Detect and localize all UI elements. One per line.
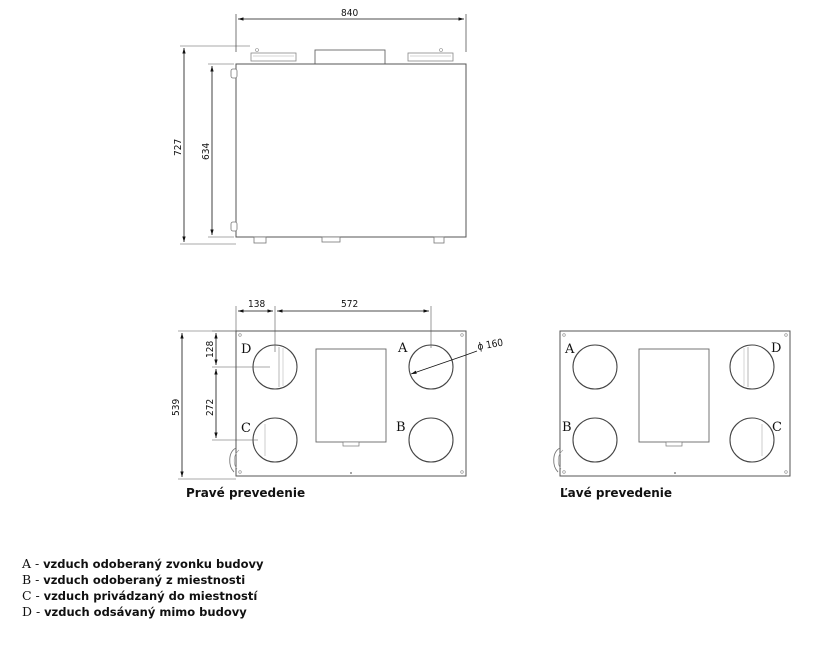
dim-572: 572	[341, 299, 358, 310]
legend-item-a: A - vzduch odoberaný zvonku budovy	[22, 556, 264, 572]
dim-539: 539	[171, 399, 182, 416]
port-label-left-a: A	[564, 342, 575, 357]
port-circle-left-bottom-left	[572, 417, 618, 463]
port-circle-bottom-left	[252, 417, 298, 463]
diameter-leader	[410, 354, 467, 375]
legend-key: B -	[22, 572, 40, 587]
legend-text: vzduch odsávaný mimo budovy	[44, 605, 247, 619]
port-circle-left-bottom-right	[729, 417, 775, 463]
top-view: 840 727 634	[173, 8, 467, 245]
legend-item-b: B - vzduch odoberaný z miestnosti	[22, 572, 264, 588]
legend-item-d: D - vzduch odsávaný mimo budovy	[22, 604, 264, 620]
legend-key: A -	[22, 556, 40, 571]
right-version-view: D A C B 138 572 128 272 539 ϕ 160 Pravé …	[171, 299, 504, 500]
legend-item-c: C - vzduch privádzaný do miestností	[22, 588, 264, 604]
legend-text: vzduch odoberaný zvonku budovy	[43, 557, 264, 571]
legend-key: D -	[22, 604, 41, 619]
legend: A - vzduch odoberaný zvonku budovy B - v…	[22, 556, 264, 620]
dim-634: 634	[201, 143, 212, 160]
port-circle-left-top-left	[572, 344, 618, 390]
dim-138: 138	[248, 299, 265, 310]
legend-key: C -	[22, 588, 40, 603]
diameter-160: ϕ 160	[477, 338, 505, 353]
legend-text: vzduch odoberaný z miestnosti	[43, 573, 246, 587]
caption-right-version: Pravé prevedenie	[186, 486, 305, 500]
port-label-left-d: D	[771, 341, 781, 356]
port-label-d: D	[241, 342, 251, 357]
port-label-left-c: C	[772, 420, 782, 435]
port-circle-bottom-right	[408, 417, 454, 463]
port-label-left-b: B	[562, 420, 572, 435]
dim-727: 727	[173, 139, 184, 156]
port-circle-left-top-right	[729, 344, 775, 390]
dim-840: 840	[341, 8, 358, 19]
dim-272: 272	[205, 399, 216, 416]
dim-128: 128	[205, 341, 216, 358]
port-label-a: A	[397, 341, 408, 356]
unit-body-side	[235, 63, 467, 238]
port-label-c: C	[241, 421, 251, 436]
legend-text: vzduch privádzaný do miestností	[43, 589, 258, 603]
caption-left-version: Ľavé prevedenie	[560, 486, 672, 500]
port-label-b: B	[396, 420, 406, 435]
left-version-view: A D B C Ľavé prevedenie	[553, 330, 791, 500]
